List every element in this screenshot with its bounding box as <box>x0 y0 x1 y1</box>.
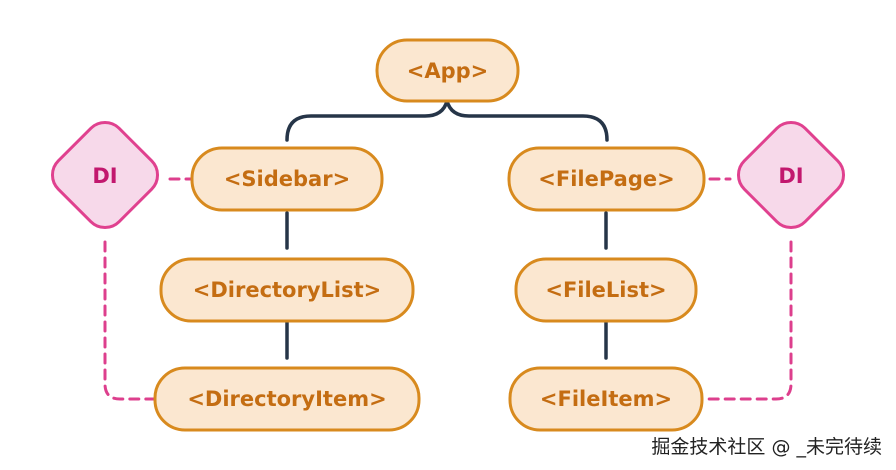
node-filepage: <FilePage> <box>507 146 706 212</box>
node-filelist: <FileList> <box>514 257 698 323</box>
node-directoryitem-label: <DirectoryItem> <box>187 387 386 411</box>
node-fileitem: <FileItem> <box>508 366 704 432</box>
node-filepage-label: <FilePage> <box>538 167 674 191</box>
node-filelist-label: <FileList> <box>545 278 666 302</box>
node-app: <App> <box>375 38 520 103</box>
node-directorylist-box <box>159 257 415 323</box>
node-fileitem-box <box>508 366 704 432</box>
node-sidebar-label: <Sidebar> <box>224 167 350 191</box>
dashed-di-right-fileitem <box>703 240 793 401</box>
node-sidebar-box <box>190 146 384 212</box>
node-sidebar: <Sidebar> <box>190 146 384 212</box>
di-left-node: DI <box>50 120 160 230</box>
node-filepage-box <box>507 146 706 212</box>
node-app-box <box>375 38 520 103</box>
node-fileitem-label: <FileItem> <box>540 387 672 411</box>
node-directoryitem: <DirectoryItem> <box>153 366 421 432</box>
app-branch-bracket <box>285 99 609 142</box>
node-directoryitem-box <box>153 366 421 432</box>
dashed-di-left-directoryitem <box>103 240 157 401</box>
node-app-label: <App> <box>407 59 489 83</box>
watermark-text: 掘金技术社区 @ _未完待续 <box>651 436 882 458</box>
node-directorylist: <DirectoryList> <box>159 257 415 323</box>
di-right-diamond <box>736 120 846 230</box>
di-right-label: DI <box>778 164 803 188</box>
di-left-diamond <box>50 120 160 230</box>
di-right-node: DI <box>736 120 846 230</box>
node-filelist-box <box>514 257 698 323</box>
di-left-label: DI <box>92 164 117 188</box>
node-directorylist-label: <DirectoryList> <box>193 278 382 302</box>
